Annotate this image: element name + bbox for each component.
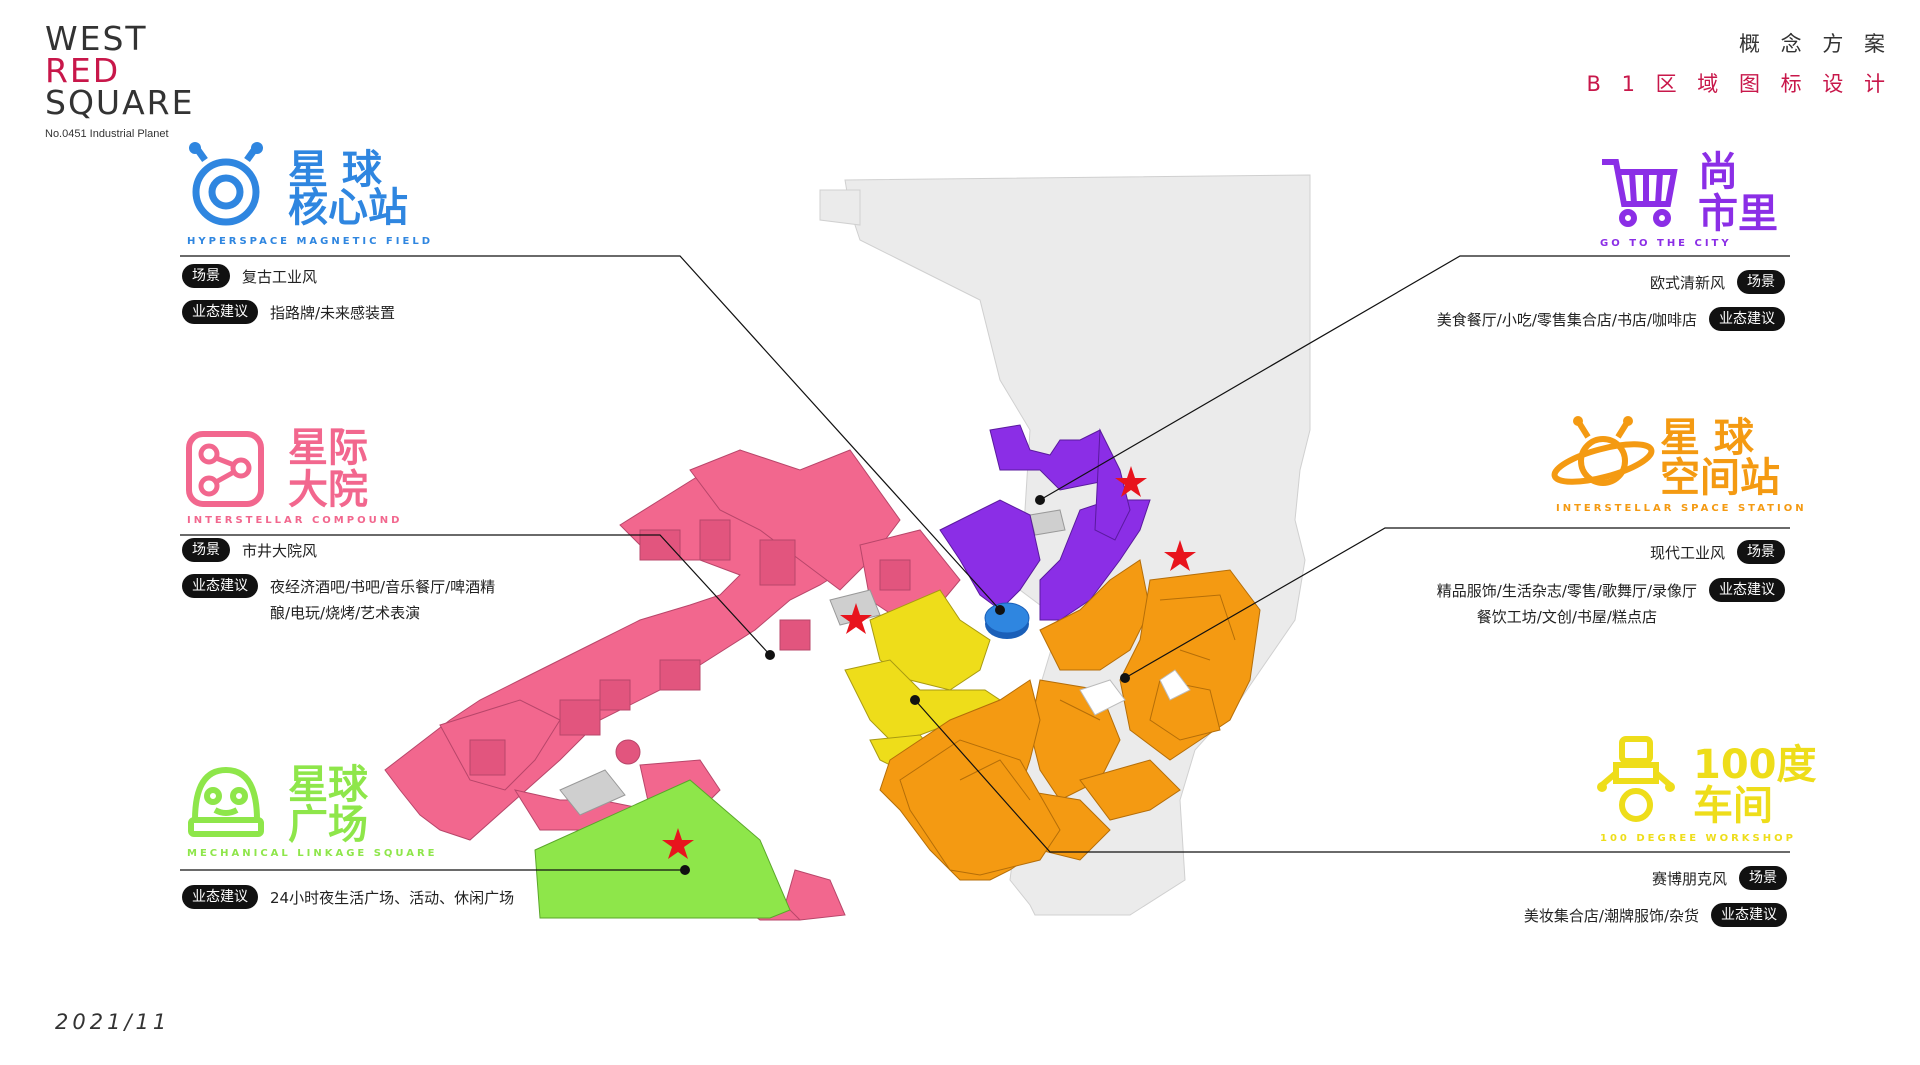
pink-block-details xyxy=(469,519,911,776)
core-biz-text: 指路牌/未来感装置 xyxy=(270,304,396,322)
core-title-1: 星 球 xyxy=(288,147,382,193)
core-scene-tag: 场景 xyxy=(182,264,230,288)
compound-subtitle: INTERSTELLAR COMPOUND xyxy=(187,515,403,526)
space-title-1: 星 球 xyxy=(1660,415,1754,461)
brand-square: SQUARE xyxy=(45,83,195,122)
city-scene-tag: 场景 xyxy=(1737,270,1785,294)
star-marker xyxy=(662,828,694,859)
orange-space-zone xyxy=(879,559,1261,881)
robot-figure-icon xyxy=(1597,736,1675,822)
compound-title-2: 大院 xyxy=(288,467,368,513)
space-biz-tag: 业态建议 xyxy=(1709,578,1785,602)
workshop-scene-text: 赛博朋克风 xyxy=(1651,870,1727,888)
brand-west: WEST xyxy=(45,19,148,58)
page-subtitle: B 1 区 域 图 标 设 计 xyxy=(1586,72,1892,96)
plaza-biz-text: 24小时夜生活广场、活动、休闲广场 xyxy=(270,889,515,907)
core-title-2: 核心站 xyxy=(288,185,408,231)
date-stamp: 2021/11 xyxy=(55,1010,171,1034)
city-biz-text: 美食餐厅/小吃/零售集合店/书店/咖啡店 xyxy=(1436,311,1697,329)
star-marker xyxy=(1115,466,1147,497)
core-scene-text: 复古工业风 xyxy=(242,268,318,286)
compound-title-1: 星际 xyxy=(288,425,368,471)
city-scene-text: 欧式清新风 xyxy=(1649,274,1725,292)
plaza-title-1: 星球 xyxy=(288,762,368,808)
blue-core-hub xyxy=(984,602,1030,639)
space-title-2: 空间站 xyxy=(1660,455,1780,501)
workshop-subtitle: 100 DEGREE WORKSHOP xyxy=(1600,833,1796,844)
compound-biz-text: 夜经济酒吧/书吧/音乐餐厅/啤酒精 酿/电玩/烧烤/艺术表演 xyxy=(270,574,495,626)
city-title-2: 市里 xyxy=(1698,191,1778,237)
workshop-title-1: 100度 xyxy=(1693,742,1817,788)
space-subtitle: INTERSTELLAR SPACE STATION xyxy=(1556,503,1807,514)
space-biz-line1: 精品服饰/生活杂志/零售/歌舞厅/录像厅 xyxy=(1436,582,1697,600)
robot-dome-icon xyxy=(188,766,264,837)
compound-biz-line2: 酿/电玩/烧烤/艺术表演 xyxy=(270,604,421,622)
space-biz-line2: 餐饮工坊/文创/书屋/糕点店 xyxy=(1476,608,1657,626)
city-subtitle: GO TO THE CITY xyxy=(1600,238,1732,249)
plaza-subtitle: MECHANICAL LINKAGE SQUARE xyxy=(187,848,438,859)
purple-city-zone xyxy=(939,424,1151,621)
green-plaza-zone xyxy=(534,779,791,919)
orange-walls xyxy=(959,594,1236,801)
planet-orbit-icon xyxy=(1551,416,1655,486)
space-biz-text: 精品服饰/生活杂志/零售/歌舞厅/录像厅 餐饮工坊/文创/书屋/糕点店 xyxy=(1437,578,1697,630)
workshop-title-2: 车间 xyxy=(1693,783,1773,829)
brand-red: RED xyxy=(45,51,121,90)
city-title-1: 尚 xyxy=(1698,149,1738,195)
brand-tagline: No.0451 Industrial Planet xyxy=(45,128,169,140)
compound-scene-tag: 场景 xyxy=(182,538,230,562)
plaza-title-2: 广场 xyxy=(288,802,368,848)
ring-hub-icon xyxy=(189,142,263,226)
marker-stars xyxy=(662,466,1196,859)
space-scene-text: 现代工业风 xyxy=(1649,544,1725,562)
core-subtitle: HYPERSPACE MAGNETIC FIELD xyxy=(187,236,433,247)
compound-biz-line1: 夜经济酒吧/书吧/音乐餐厅/啤酒精 xyxy=(270,578,496,596)
core-biz-tag: 业态建议 xyxy=(182,300,258,324)
workshop-biz-tag: 业态建议 xyxy=(1711,903,1787,927)
star-marker xyxy=(1164,540,1196,571)
page-title: 概 念 方 案 xyxy=(1738,32,1892,56)
leader-dots xyxy=(680,495,1130,875)
star-marker xyxy=(840,603,872,634)
compound-scene-text: 市井大院风 xyxy=(242,542,318,560)
leader-lines xyxy=(180,255,1790,871)
plaza-biz-tag: 业态建议 xyxy=(182,885,258,909)
courtyard-pads xyxy=(1079,669,1191,716)
shopping-cart-icon xyxy=(1602,159,1678,227)
node-link-icon xyxy=(186,431,264,507)
space-scene-tag: 场景 xyxy=(1737,540,1785,564)
workshop-scene-tag: 场景 xyxy=(1739,866,1787,890)
workshop-biz-text: 美妆集合店/潮牌服饰/杂货 xyxy=(1523,907,1699,925)
city-biz-tag: 业态建议 xyxy=(1709,307,1785,331)
compound-biz-tag: 业态建议 xyxy=(182,574,258,598)
